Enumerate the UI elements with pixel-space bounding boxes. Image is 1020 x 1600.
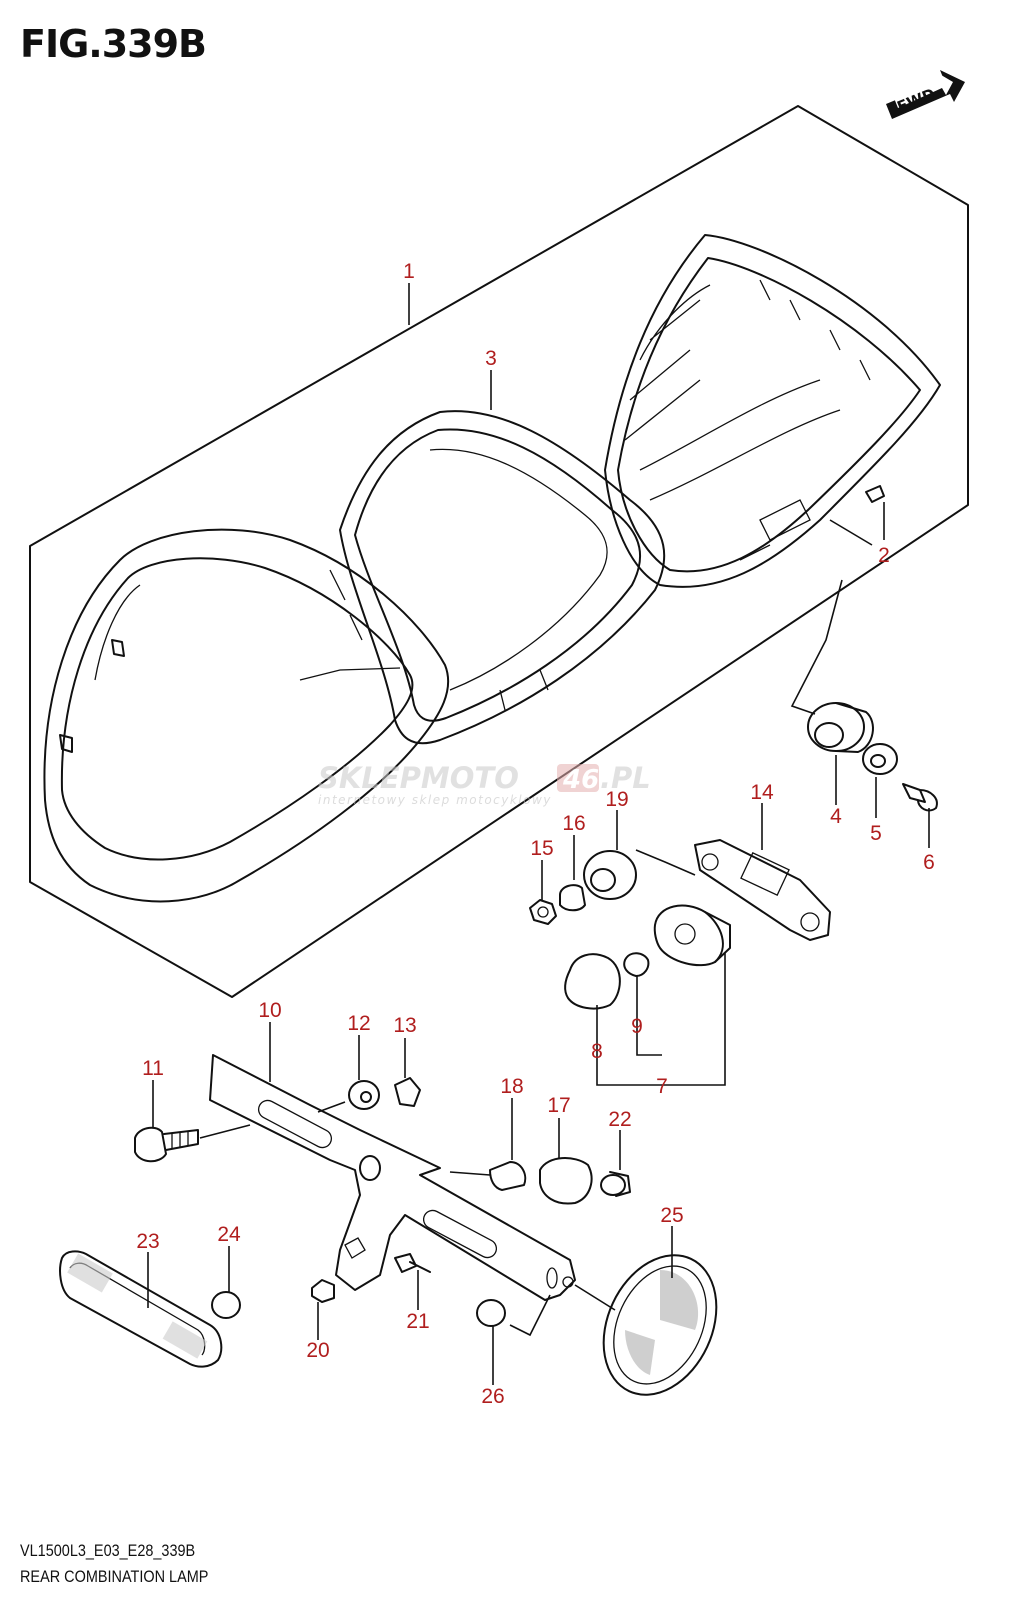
watermark-number: 46	[562, 765, 599, 795]
watermark-logo: SKLEPMOTO 46 .PL internetowy sklep motoc…	[318, 761, 651, 807]
callout-17: 17	[547, 1094, 570, 1117]
callout-13: 13	[393, 1014, 416, 1037]
footer-caption: REAR COMBINATION LAMP	[20, 1567, 209, 1586]
lamp-housing	[604, 234, 941, 588]
callout-15: 15	[530, 837, 553, 860]
callout-5: 5	[870, 822, 882, 845]
callout-6: 6	[923, 851, 935, 874]
callout-3: 3	[485, 347, 497, 370]
watermark-tld: .PL	[600, 761, 651, 795]
callout-10: 10	[258, 999, 281, 1022]
callout-16: 16	[562, 812, 585, 835]
callout-11: 11	[142, 1057, 164, 1080]
callout-26: 26	[481, 1385, 504, 1408]
lamp-bezel	[43, 528, 450, 903]
callout-22: 22	[608, 1108, 631, 1131]
callout-2: 2	[878, 544, 890, 567]
lamp-gasket	[329, 410, 666, 745]
callout-25: 25	[660, 1204, 683, 1227]
assembly-outline	[29, 105, 969, 998]
grommet-washer-screw	[807, 702, 938, 812]
side-reflector	[59, 1250, 223, 1368]
callout-23: 23	[136, 1230, 159, 1253]
footer-code: VL1500L3_E03_E28_339B	[20, 1541, 196, 1560]
fwd-arrow-icon: FWD	[886, 70, 965, 119]
figure-footer: VL1500L3_E03_E28_339B REAR COMBINATION L…	[20, 1538, 208, 1590]
callout-14: 14	[750, 781, 774, 804]
hardware-fasteners	[134, 1077, 631, 1327]
figure-title: FIG.339B	[20, 22, 207, 66]
callout-19: 19	[605, 788, 628, 811]
callout-12: 12	[347, 1012, 370, 1035]
leader-lines	[147, 283, 930, 1385]
callout-7: 7	[656, 1075, 668, 1098]
watermark-main: SKLEPMOTO	[318, 761, 519, 795]
license-bracket	[209, 1054, 576, 1301]
callout-21: 21	[406, 1310, 429, 1333]
callout-8: 8	[591, 1040, 603, 1063]
callout-9: 9	[631, 1015, 643, 1038]
callout-18: 18	[500, 1075, 523, 1098]
callout-24: 24	[217, 1223, 241, 1246]
watermark-tagline: internetowy sklep motocyklowy	[318, 793, 552, 807]
callout-4: 4	[830, 805, 842, 828]
callout-1: 1	[403, 260, 415, 283]
callout-20: 20	[306, 1339, 329, 1362]
callout-labels: 1 2 3 4 5 6 7 8 9 10 11 12 13 14 15 16 1…	[136, 260, 935, 1408]
rear-reflector	[602, 1254, 718, 1396]
socket-bulb-group	[529, 839, 831, 1010]
